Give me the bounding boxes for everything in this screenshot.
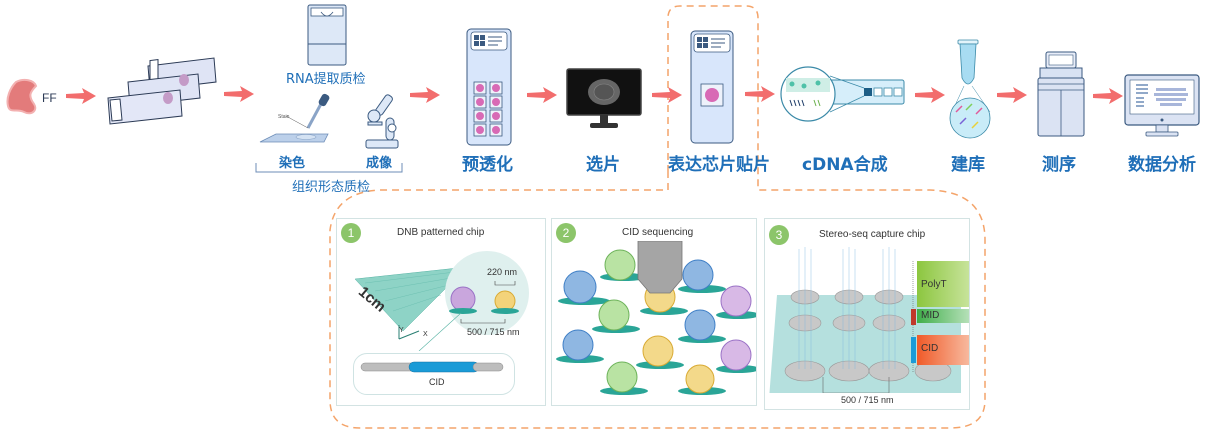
permeabilization-chip-icon xyxy=(466,28,512,146)
panel-stereo-seq-chip: 3 Stereo-seq capture chip PolyT MID CID … xyxy=(764,218,970,410)
staining-label: 染色 xyxy=(279,156,306,171)
arrow-icon xyxy=(410,87,440,103)
cid-segment-bar xyxy=(360,361,504,373)
microscope-icon xyxy=(365,94,399,149)
sequencing-label: 测序 xyxy=(1042,155,1076,175)
rna-qc-label: RNA提取质检 xyxy=(286,72,366,87)
capture-chip-illustration xyxy=(769,247,961,393)
tissue-qc-bracket xyxy=(255,163,403,173)
cdna-synthesis-label: cDNA合成 xyxy=(802,155,888,175)
arrow-icon xyxy=(224,86,254,102)
dnb-chip-illustration xyxy=(354,251,529,351)
mid-label: MID xyxy=(921,310,940,321)
panel-cid-sequencing: 2 CID sequencing xyxy=(551,218,757,406)
pitch-label: 500 / 715 nm xyxy=(467,327,520,337)
panel-number-badge: 2 xyxy=(556,223,576,243)
cdna-chip-magnifier-icon xyxy=(780,66,905,122)
panel-title: DNB patterned chip xyxy=(397,227,485,238)
staining-dropper-icon: Stain xyxy=(259,93,330,143)
axis-y-label: Y xyxy=(399,327,404,334)
polyt-segment xyxy=(917,261,969,307)
rna-extraction-kit-icon xyxy=(307,4,347,66)
arrow-icon xyxy=(1093,88,1123,104)
sequencer-icon xyxy=(1037,51,1085,137)
pitch-label: 500 / 715 nm xyxy=(841,395,894,405)
ff-label: FF xyxy=(42,91,57,105)
cid-sequencing-illustration xyxy=(556,241,756,395)
spot-size-label: 220 nm xyxy=(487,267,518,277)
analysis-monitor-icon xyxy=(1124,74,1200,137)
expression-chip-icon xyxy=(690,30,734,144)
chip-mounting-label: 表达芯片贴片 xyxy=(668,155,770,175)
library-tube-icon xyxy=(949,39,991,139)
panel-title: CID sequencing xyxy=(622,227,694,238)
monitor-icon xyxy=(566,68,642,128)
selection-label: 选片 xyxy=(586,155,620,175)
stain-tag: Stain xyxy=(278,114,290,120)
tissue-slides-icon xyxy=(107,57,217,125)
panel-title: Stereo-seq capture chip xyxy=(819,229,926,240)
library-label: 建库 xyxy=(951,155,985,175)
cid-label: CID xyxy=(921,343,939,354)
arrow-icon xyxy=(527,87,557,103)
analysis-label: 数据分析 xyxy=(1128,155,1196,175)
panel-dnb-chip: 1 DNB patterned chip 220 nm 500 / 715 nm… xyxy=(336,218,546,406)
axis-x-label: X xyxy=(423,331,428,338)
cid-segment-box xyxy=(353,353,515,395)
permeabilization-label: 预透化 xyxy=(462,155,513,175)
arrow-icon xyxy=(997,87,1027,103)
tissue-icon xyxy=(6,78,38,115)
imaging-label: 成像 xyxy=(366,156,393,171)
cid-label: CID xyxy=(429,377,445,387)
tissue-qc-label: 组织形态质检 xyxy=(292,180,371,195)
arrow-icon xyxy=(66,88,96,104)
polyt-label: PolyT xyxy=(921,279,947,290)
panel-number-badge: 3 xyxy=(769,225,789,245)
panel-number-badge: 1 xyxy=(341,223,361,243)
arrow-icon xyxy=(745,86,775,102)
cid-segment xyxy=(917,335,969,365)
arrow-icon xyxy=(652,87,682,103)
mid-segment xyxy=(917,309,969,323)
arrow-icon xyxy=(915,87,945,103)
